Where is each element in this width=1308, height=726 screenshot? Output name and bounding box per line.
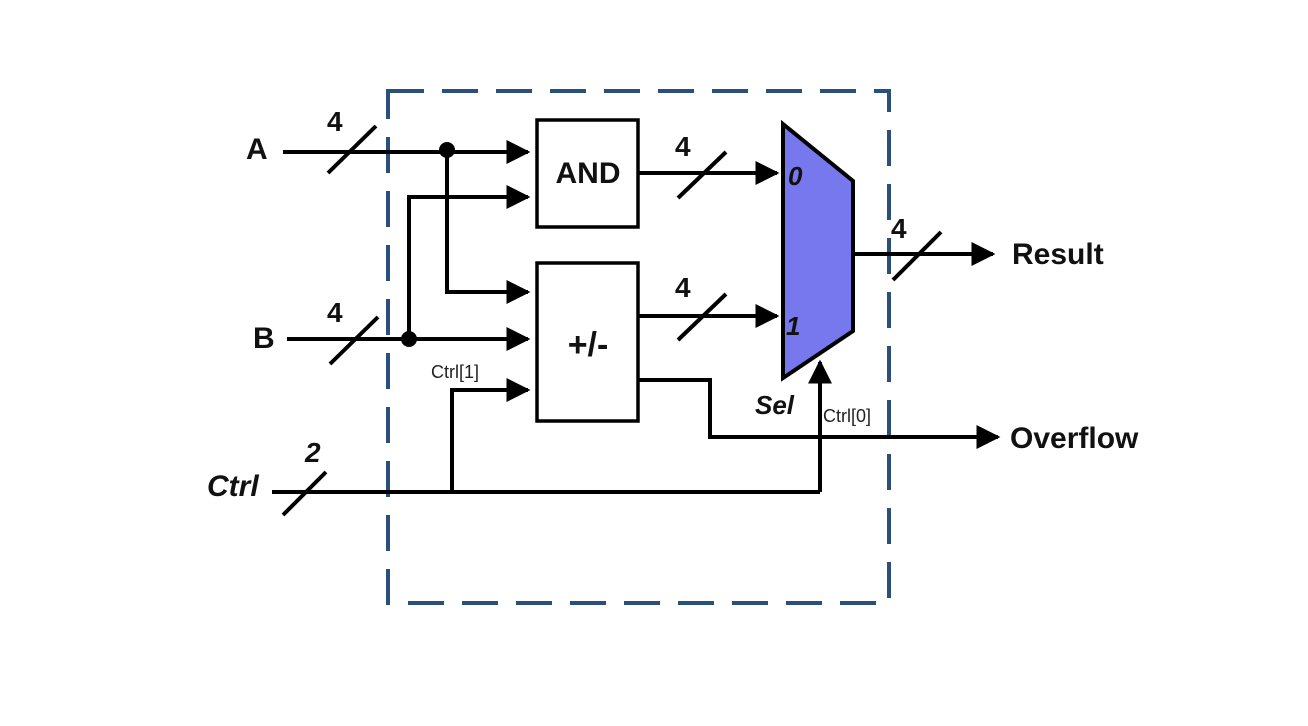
output-overflow-label: Overflow <box>1010 422 1139 455</box>
wire-ctrl1 <box>450 378 531 492</box>
input-b-label: B <box>253 322 275 355</box>
input-a-label: A <box>246 133 268 166</box>
bus-width-b: 4 <box>327 297 343 328</box>
bus-slash-b <box>328 315 380 366</box>
bus-slash-result <box>891 230 943 282</box>
ctrl0-signal-label: Ctrl[0] <box>823 406 871 426</box>
ctrl1-signal-label: Ctrl[1] <box>431 362 479 382</box>
mux-input-1-label: 1 <box>786 311 800 341</box>
input-ctrl-label: Ctrl <box>207 470 259 503</box>
and-block-label: AND <box>556 157 621 190</box>
mux-input-0-label: 0 <box>788 161 803 191</box>
addsub-block-label: +/- <box>568 326 609 364</box>
bus-width-ctrl: 2 <box>304 437 321 468</box>
output-result-label: Result <box>1012 238 1104 271</box>
bus-width-and-out: 4 <box>675 131 691 162</box>
bus-width-a: 4 <box>327 106 343 137</box>
addsub-block <box>535 261 640 423</box>
mux-sel-label: Sel <box>755 390 795 420</box>
bus-slash-ctrl <box>281 470 328 517</box>
wire-overflow <box>638 378 1001 449</box>
bus-slash-addsub-out <box>676 292 728 342</box>
bus-width-addsub-out: 4 <box>675 272 691 303</box>
bus-slash-and-out <box>676 150 728 200</box>
bus-slash-a <box>326 124 378 175</box>
and-block <box>535 118 640 229</box>
multiplexer <box>781 119 855 382</box>
wire-b-to-and <box>407 185 531 339</box>
wire-a-to-addsub <box>445 150 531 304</box>
module-boundary <box>386 89 891 605</box>
bus-width-result: 4 <box>891 213 907 244</box>
